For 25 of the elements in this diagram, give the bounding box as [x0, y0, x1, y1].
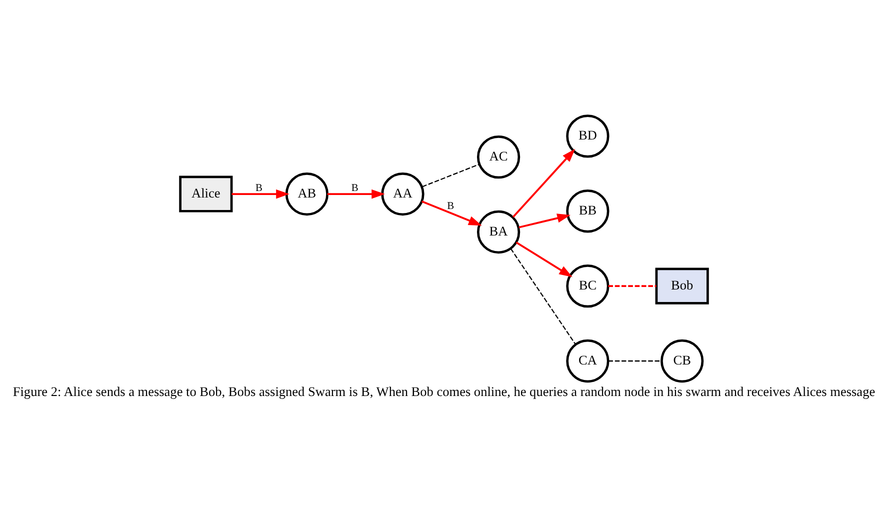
arrow [232, 189, 290, 199]
edge-label: B [351, 183, 358, 194]
node-circle: BB [566, 190, 610, 233]
node-circle: CB [660, 339, 704, 383]
connector [422, 164, 480, 188]
arrow [327, 189, 385, 199]
node-box: Bob [655, 268, 709, 304]
node-circle: BC [566, 264, 610, 308]
arrow [516, 242, 572, 278]
node-circle: BD [566, 114, 610, 158]
node-circle: AC [476, 135, 520, 179]
node-circle: AA [381, 172, 424, 216]
connector [510, 248, 576, 345]
connector [608, 360, 662, 362]
node-circle: AB [285, 172, 329, 216]
node-circle: CA [566, 339, 610, 383]
arrow [518, 214, 571, 228]
node-box: Alice [179, 176, 233, 212]
arrow [512, 148, 576, 218]
edge-label: B [256, 183, 263, 194]
caption: Figure 2: Alice sends a message to Bob, Bobs assigned Swarm is B, When Bob comes online, he queries a random node in his swarm and receives Alices message [12, 384, 876, 399]
node-circle: BA [476, 210, 520, 254]
edge-label: B [447, 201, 454, 212]
connector [608, 285, 656, 287]
arrow [421, 200, 482, 226]
